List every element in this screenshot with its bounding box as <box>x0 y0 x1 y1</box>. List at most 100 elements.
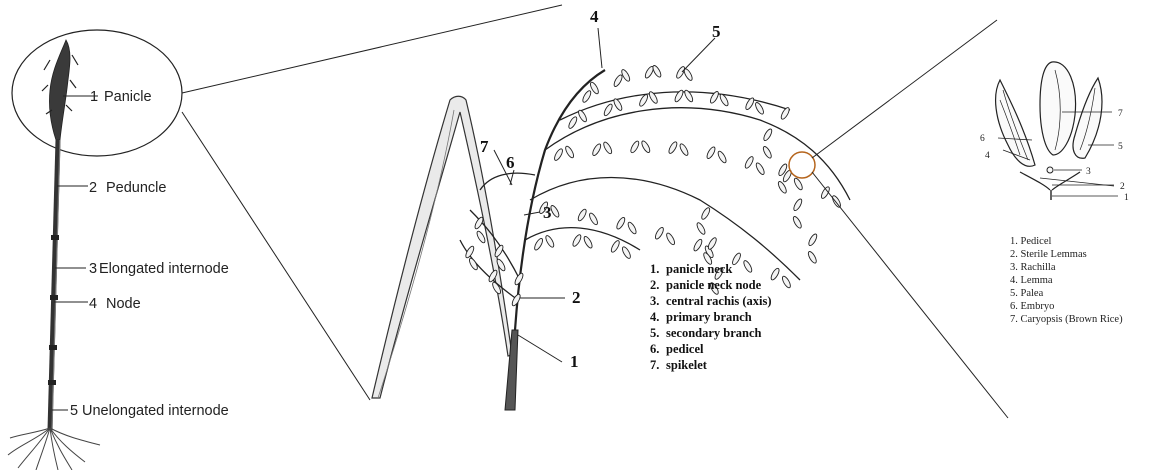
spikelet-grain-36 <box>665 232 676 246</box>
panicle-legend-num-7: 7. <box>650 358 659 372</box>
spikelet-grain-34 <box>627 221 638 235</box>
plant-node-2 <box>50 295 58 300</box>
spikelet-grain-80 <box>807 250 818 264</box>
whole-plant-drawing: 1 Panicle 2 Peduncle 3 Elongated interno… <box>8 30 229 470</box>
spikelet-grain-48 <box>621 246 632 260</box>
spikelet-grain-44 <box>544 234 555 248</box>
spikelet-grain-41 <box>770 267 781 281</box>
spikelet-grain-11 <box>755 162 766 176</box>
zoom-line-lower <box>182 112 370 400</box>
panicle-legend-text-7: spikelet <box>666 358 708 372</box>
spikelet-grain-9 <box>717 150 728 164</box>
spikelet-grain-23 <box>683 89 694 103</box>
spikelet-grain-49 <box>513 272 524 286</box>
spikelet-grain-58 <box>464 245 475 259</box>
spikelet-grain-76 <box>777 180 788 194</box>
panicle-legend-text-4: primary branch <box>666 310 752 324</box>
spikelet-grain-67 <box>700 207 711 221</box>
spikelet-grain-40 <box>742 259 753 273</box>
spikelet-grain-52 <box>475 230 486 244</box>
spikelet-grain-13 <box>793 177 804 191</box>
spikelet-grain-6 <box>667 141 678 155</box>
spikelet-highlight-circle <box>789 152 815 178</box>
label-panicle: Panicle <box>104 89 152 105</box>
plant-node-1 <box>51 235 59 240</box>
label-elongated-internode: Elongated internode <box>99 261 229 277</box>
panicle-legend: 1. panicle neck 2. panicle neck node 3. … <box>650 262 772 372</box>
label-node: Node <box>106 296 141 312</box>
spikelet-legend-item-5: 5. Palea <box>1010 288 1044 299</box>
panicle-legend-text-2: panicle neck node <box>666 278 762 292</box>
panicle-legend-num-1: 1. <box>650 262 659 276</box>
panicle-callout-4: 4 <box>590 7 599 26</box>
spikelet-grain-5 <box>640 140 651 154</box>
spikelet-legend-item-6: 6. Embryo <box>1010 301 1054 312</box>
spikelet-callout-1: 1 <box>1124 193 1129 203</box>
spikelet-grain-7 <box>678 143 689 157</box>
spikelet-callout-3: 3 <box>1086 167 1091 177</box>
spikelet-lemma <box>996 80 1035 166</box>
spikelet-legend-item-1: 1. Pedicel <box>1010 236 1051 247</box>
spikelet-grain-47 <box>610 239 621 253</box>
spikelet-grain-0 <box>553 148 564 162</box>
spikelet-grain-39 <box>731 252 742 266</box>
panicle-legend-text-1: panicle neck <box>666 262 732 276</box>
panicle-callout-3: 3 <box>543 203 552 222</box>
plant-number-1: 1 <box>90 89 98 105</box>
spikelet-grain-61 <box>613 74 624 88</box>
spikelet-grain-17 <box>577 109 588 123</box>
zoom-line-spikelet-upper <box>812 20 997 158</box>
spikelet-palea <box>1073 78 1102 158</box>
spikelet-grain-10 <box>744 155 755 169</box>
spikelet-callout-6: 6 <box>980 134 985 144</box>
spikelet-callout-4: 4 <box>985 151 990 161</box>
spikelet-grain-1 <box>564 145 575 159</box>
plant-number-3: 3 <box>89 261 97 277</box>
spikelet-callout-2: 2 <box>1120 182 1125 192</box>
spikelet-grain-28 <box>780 106 791 120</box>
panicle-legend-num-5: 5. <box>650 326 659 340</box>
plant-number-5: 5 <box>70 403 78 419</box>
flag-leaf <box>372 96 512 398</box>
plant-stem <box>50 140 58 430</box>
spikelet-grain-73 <box>762 128 773 142</box>
spikelet-grain-2 <box>591 143 602 157</box>
spikelet-grain-22 <box>673 89 684 103</box>
spikelet-legend-item-2: 2. Sterile Lemmas <box>1010 249 1087 260</box>
spikelet-grain-37 <box>692 238 703 252</box>
spikelet-grain-79 <box>807 233 818 247</box>
panicle-legend-num-3: 3. <box>650 294 659 308</box>
spikelet-legend-item-4: 4. Lemma <box>1010 275 1053 286</box>
plant-number-2: 2 <box>89 180 97 196</box>
plant-roots <box>8 428 100 470</box>
spikelet-grain-4 <box>629 140 640 154</box>
spikelet-legend-item-7: 7. Caryopsis (Brown Rice) <box>1010 314 1123 325</box>
label-unelongated-internode: Unelongated internode <box>82 403 229 419</box>
plant-panicle-head <box>49 40 70 140</box>
spikelet-grain-3 <box>602 141 613 155</box>
spikelet-grain-16 <box>567 116 578 130</box>
spikelet-callout-7: 7 <box>1118 109 1123 119</box>
panicle-callout-1: 1 <box>570 352 579 371</box>
spikelet-grain-68 <box>695 222 706 236</box>
panicle-callout-6: 6 <box>506 153 515 172</box>
zoom-line-upper <box>182 5 562 93</box>
spikelet-grain-46 <box>583 235 594 249</box>
panicle-callout-7: 7 <box>480 137 489 156</box>
spikelet-legend-item-3: 3. Rachilla <box>1010 262 1056 273</box>
spikelet-grain-27 <box>754 101 765 115</box>
spikelet-grain-32 <box>588 212 599 226</box>
spikelet-grain-19 <box>612 98 623 112</box>
spikelet-callout-5: 5 <box>1118 142 1123 152</box>
spikelet-grain-43 <box>533 237 544 251</box>
spikelet-grain-35 <box>654 226 665 240</box>
plant-number-4: 4 <box>89 296 97 312</box>
plant-node-3 <box>49 345 57 350</box>
spikelet-grain-31 <box>577 208 588 222</box>
spikelet-grain-14 <box>820 186 831 200</box>
central-rachis <box>515 70 605 330</box>
spikelet-grain-15 <box>831 195 842 209</box>
panicle-legend-text-6: pedicel <box>666 342 704 356</box>
panicle-callout-2: 2 <box>572 288 581 307</box>
